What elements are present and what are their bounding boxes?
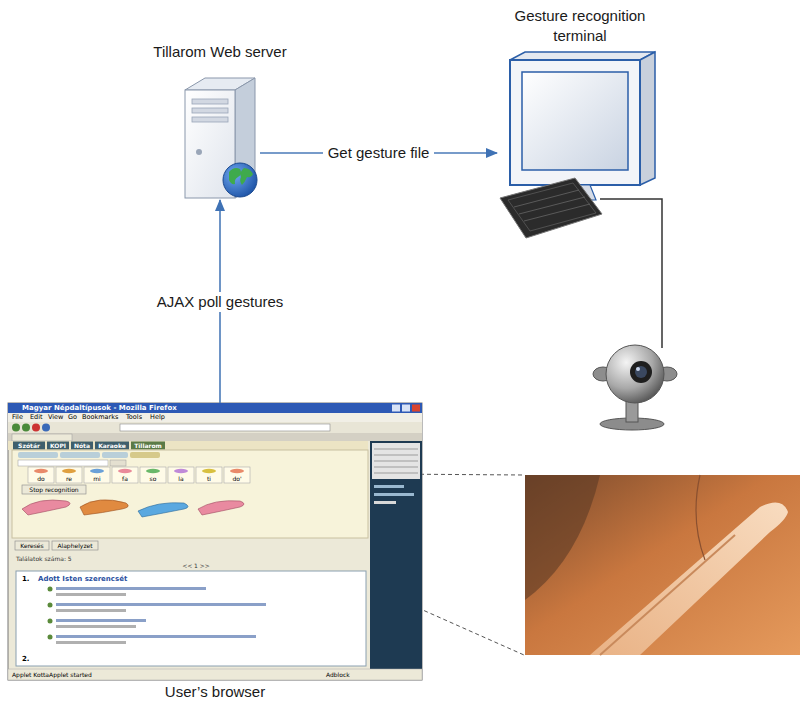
screenshot-text: KOPI — [50, 442, 66, 449]
screenshot-text: Szótár — [18, 442, 40, 449]
screenshot-text: la — [178, 475, 183, 482]
screenshot-text: File — [12, 414, 23, 422]
terminal-icon — [500, 52, 655, 238]
node-label: User’s browser — [165, 682, 265, 702]
screenshot-text: mi — [93, 475, 101, 482]
hand-icons — [22, 500, 244, 517]
screenshot-text: do — [37, 475, 44, 482]
node-label: Gesture recognition terminal — [495, 6, 665, 46]
screenshot-text: 1. — [22, 575, 30, 583]
screenshot-text: Applet KottaApplet started — [12, 671, 92, 678]
screenshot-text: ti — [207, 475, 211, 482]
browser-screenshot — [8, 403, 422, 680]
screenshot-text: View — [48, 414, 63, 422]
screenshot-text: Tillarom — [134, 442, 162, 449]
screenshot-text: Alaphelyzet — [57, 542, 92, 549]
screenshot-text: fa — [122, 475, 128, 482]
screenshot-text: Bookmarks — [82, 414, 118, 422]
screenshot-text: Tools — [126, 414, 142, 422]
result-lines — [48, 587, 267, 645]
screenshot-text: so — [150, 475, 157, 482]
screenshot-text: Karaoke — [98, 442, 126, 449]
screenshot-text: Magyar Népdaltípusok - Mozilla Firefox — [22, 404, 177, 412]
screenshot-text: Adott Isten szerencsét — [38, 575, 127, 583]
webcam-icon — [593, 345, 677, 430]
screenshot-text: do' — [232, 475, 241, 482]
camera-cable — [600, 199, 662, 348]
server-icon — [185, 78, 257, 198]
screenshot-text: Keresés — [20, 542, 43, 549]
node-label: Tillarom Web server — [153, 42, 286, 62]
screenshot-text: Nóta — [74, 442, 90, 449]
screenshot-text: Adblock — [326, 671, 350, 678]
solfege-buttons — [28, 467, 250, 483]
edge-label: AJAX poll gestures — [152, 292, 289, 312]
server-node: Tillarom Web server — [180, 70, 260, 200]
screenshot-text: Edit — [30, 414, 43, 422]
screenshot-text: 2. — [22, 655, 30, 663]
screenshot-text: Stop recognition — [29, 486, 78, 493]
hand-photo — [525, 475, 800, 655]
screenshot-text: << 1 >> — [182, 562, 210, 569]
screenshot-text: re — [66, 475, 72, 482]
terminal-node: Gesture recognition terminal — [497, 52, 663, 240]
screenshot-text: Találatok száma: 5 — [16, 555, 72, 562]
screenshot-text: Go — [68, 414, 77, 422]
screenshot-text: Help — [150, 414, 165, 422]
edge-label: Get gesture file — [323, 143, 435, 163]
